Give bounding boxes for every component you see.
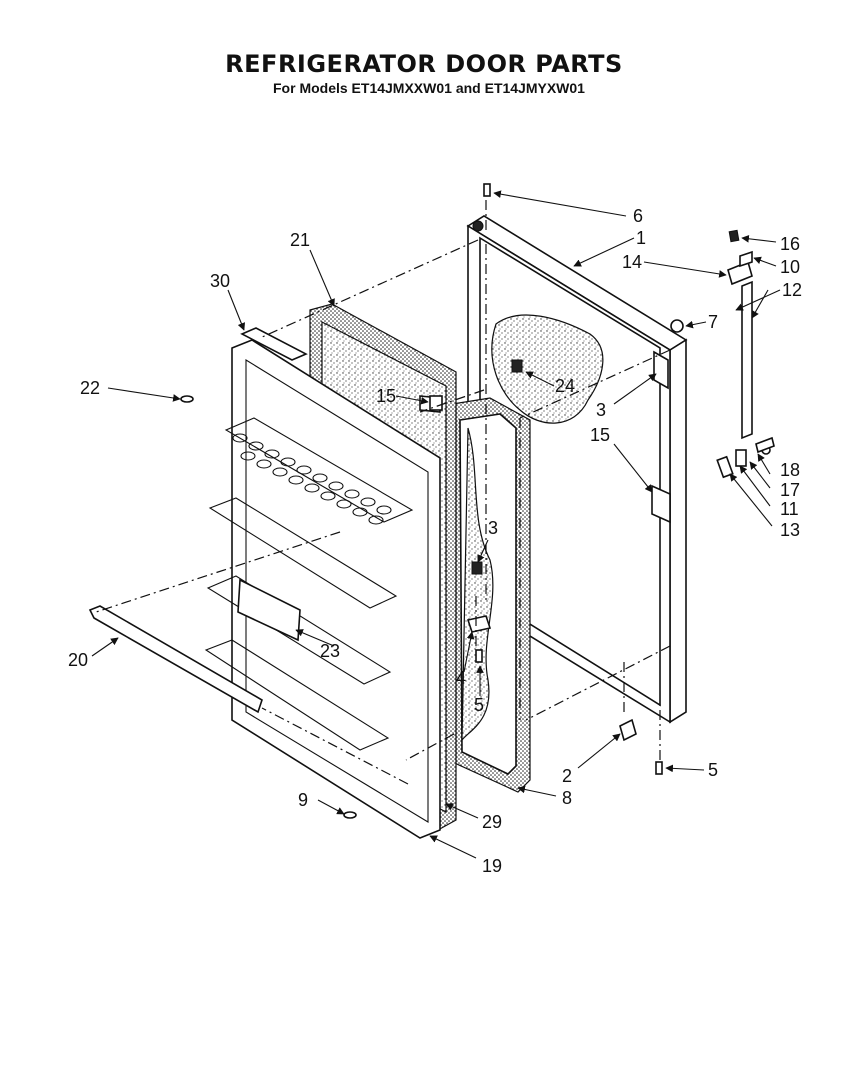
callout-8: 8 [562, 788, 572, 808]
screws [180, 183, 663, 819]
dairy-door [237, 578, 301, 642]
callout-20: 20 [68, 650, 88, 670]
callout-29: 29 [482, 812, 502, 832]
callout-7: 7 [708, 312, 718, 332]
door-shelf-bar [88, 605, 263, 714]
door-liner [204, 327, 441, 839]
callout-labels: 6 1 14 16 10 12 7 24 3 15 15 21 30 22 18… [68, 206, 802, 876]
callout-4: 4 [456, 668, 466, 688]
callout-16: 16 [780, 234, 800, 254]
callout-15-right: 15 [590, 425, 610, 445]
callout-2: 2 [562, 766, 572, 786]
page-title: REFRIGERATOR DOOR PARTS [225, 50, 623, 78]
egg-tray [232, 433, 392, 525]
callout-13: 13 [780, 520, 800, 540]
callout-15-left: 15 [376, 386, 396, 406]
callout-1: 1 [636, 228, 646, 248]
callout-5-right: 5 [708, 760, 718, 780]
callout-24: 24 [555, 376, 575, 396]
callout-12: 12 [782, 280, 802, 300]
callout-11: 11 [780, 499, 799, 519]
hinge-bracket-24 [511, 359, 523, 373]
callout-9: 9 [298, 790, 308, 810]
callout-18: 18 [780, 460, 800, 480]
callout-30: 30 [210, 271, 230, 291]
callout-23: 23 [320, 641, 340, 661]
assembly-lines [95, 200, 671, 785]
callout-21: 21 [290, 230, 310, 250]
callout-3-right: 3 [596, 400, 606, 420]
callout-14: 14 [622, 252, 642, 272]
callout-19: 19 [482, 856, 502, 876]
leader-lines [91, 190, 781, 859]
callout-10: 10 [780, 257, 800, 277]
door-gasket [439, 397, 531, 793]
callout-6: 6 [633, 206, 643, 226]
page-subtitle: For Models ET14JMXXW01 and ET14JMYXW01 [273, 80, 585, 96]
hinge-assembly [716, 229, 775, 479]
callout-17: 17 [780, 480, 800, 500]
callout-5-center: 5 [474, 695, 484, 715]
callout-22: 22 [80, 378, 100, 398]
callout-3-center: 3 [488, 518, 498, 538]
